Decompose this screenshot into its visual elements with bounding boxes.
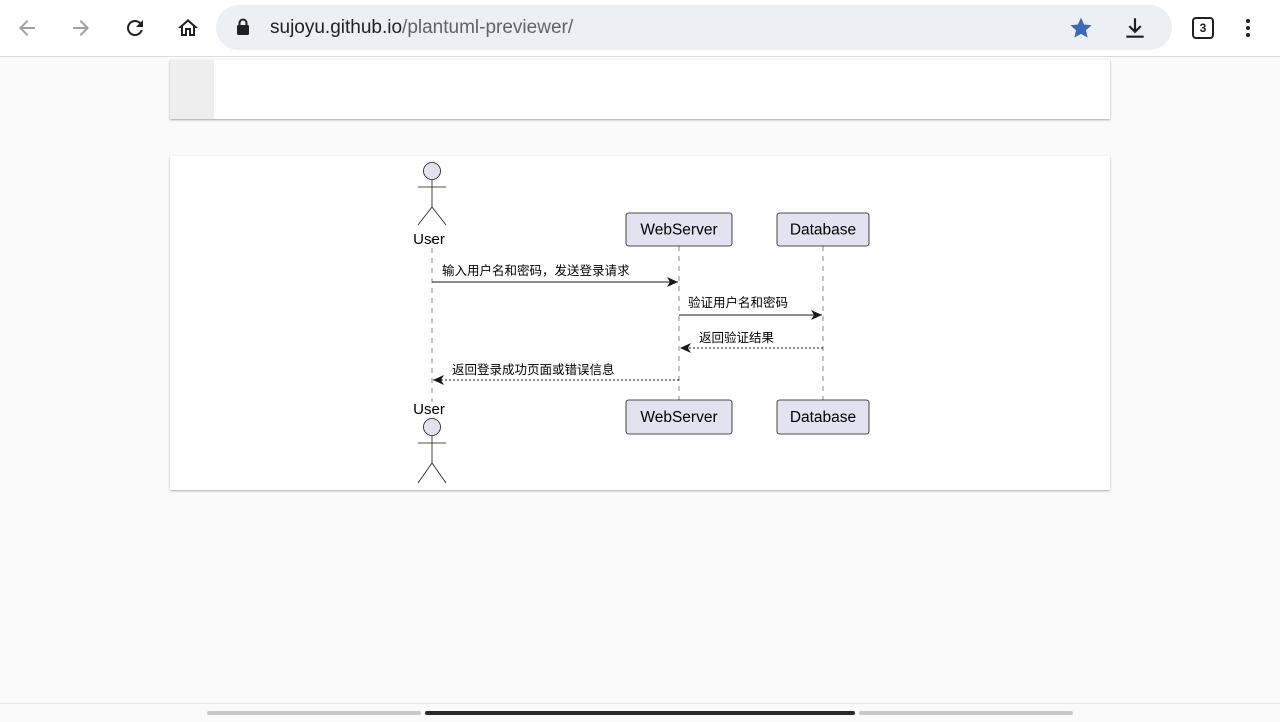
arrow-left-icon [19,20,35,36]
url-host: sujoyu.github.io [270,17,403,38]
participant-webserver-bottom [625,399,733,435]
participant-database-label-bottom: Database [790,409,856,426]
actor-user-bottom [417,418,447,484]
message-1-label: 输入用户名和密码，发送登录请求 [442,263,630,278]
editor-panel[interactable] [170,60,1110,119]
reload-icon [126,19,143,36]
url-text: sujoyu.github.io/plantuml-previewer/ [270,5,573,50]
home-button[interactable] [168,8,208,48]
lock-icon [237,18,249,35]
back-button[interactable] [7,8,47,48]
arrow-right-icon [73,20,89,36]
scroll-segment-right [859,711,1073,715]
diagram-preview: User WebServer Database 输入用户名和密码，发送登录请求 … [170,156,1110,490]
bookmark-star-icon[interactable] [1068,15,1094,41]
home-icon [178,19,198,36]
actor-user-label-top: User [413,231,445,248]
message-4-label: 返回登录成功页面或错误信息 [452,362,615,377]
participant-database-bottom [776,399,870,435]
participant-database-label-top: Database [790,222,856,239]
message-2-label: 验证用户名和密码 [688,295,788,310]
message-3-label: 返回验证结果 [699,330,775,345]
actor-user-top [417,162,447,226]
address-bar[interactable]: sujoyu.github.io/plantuml-previewer/ [216,5,1172,50]
editor-gutter [170,60,214,119]
participant-webserver-label-bottom: WebServer [640,409,717,426]
sequence-diagram: User WebServer Database 输入用户名和密码，发送登录请求 … [413,162,870,484]
url-path: /plantuml-previewer/ [402,17,574,38]
browser-toolbar: sujoyu.github.io/plantuml-previewer/ 3 [0,0,1280,57]
bottom-scroll-indicator [0,703,1280,722]
more-vert-icon [1246,19,1250,37]
scroll-segment-active[interactable] [425,711,855,715]
scroll-segment-left [207,711,421,715]
download-icon[interactable] [1122,15,1148,41]
participant-database-top [776,212,870,247]
participant-webserver-label-top: WebServer [640,222,717,239]
tab-switcher-button[interactable]: 3 [1183,8,1223,48]
participant-webserver-top [625,212,733,247]
tab-count: 3 [1192,17,1214,39]
reload-button[interactable] [115,8,155,48]
more-menu-button[interactable] [1228,8,1268,48]
actor-user-label-bottom: User [413,401,445,418]
forward-button[interactable] [61,8,101,48]
